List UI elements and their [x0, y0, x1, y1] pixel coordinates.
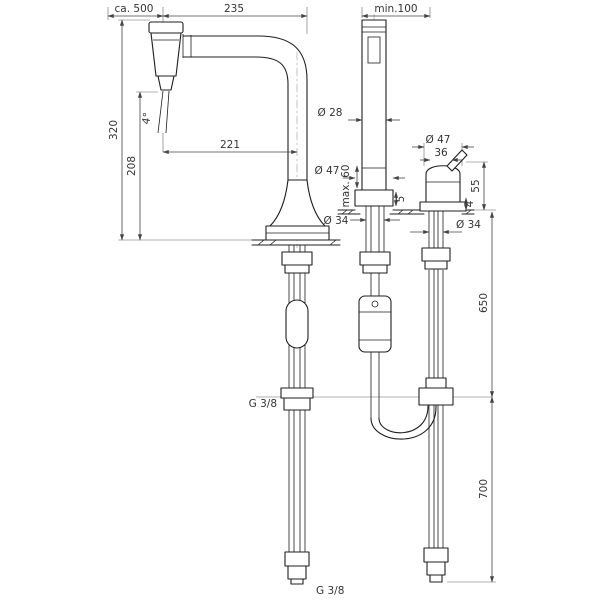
- spout-outer-edge: [182, 35, 308, 181]
- spout-shank: [365, 206, 385, 252]
- dimension-labels: ca. 500 235 min.100 320 208 4° 221 Ø 28 …: [108, 3, 490, 597]
- deck-side-view: [251, 239, 341, 246]
- spray-nozzle: [157, 75, 175, 91]
- spray-head-cap: [148, 21, 184, 34]
- mounting-nut-middle: [359, 251, 391, 266]
- handle-body: [425, 165, 461, 203]
- handle-shank: [428, 211, 444, 248]
- check-valve-left: [285, 299, 309, 349]
- hose-end-right-lower: [426, 561, 446, 576]
- spout-escutcheon: [354, 189, 394, 207]
- faucet-side-view: [148, 21, 341, 585]
- dim-dia28: Ø 28: [318, 107, 343, 119]
- mounting-washer-left: [284, 264, 310, 274]
- g38-fitting-left-lower: [283, 397, 311, 411]
- dim-36: 36: [434, 147, 448, 159]
- dim-235: 235: [224, 3, 244, 15]
- hose-end-right-tip: [429, 574, 443, 583]
- spray-head-body: [150, 32, 182, 77]
- hose-end-left-lower: [287, 565, 307, 580]
- label-g38-side: G 3/8: [249, 398, 277, 410]
- spout-inner-edge: [182, 56, 289, 181]
- dim-55: 55: [470, 179, 482, 192]
- hose-loop-inner: [378, 405, 429, 434]
- spout-column: [361, 19, 387, 207]
- spray-stream: [157, 90, 170, 134]
- dim-4: 4: [464, 200, 476, 207]
- dim-dia34-spout: Ø 34: [324, 215, 349, 227]
- hose-end-left: [284, 551, 310, 567]
- dim-max60: max. 60: [340, 165, 352, 208]
- handle-unit-view: [418, 149, 468, 583]
- label-g38-bottom: G 3/8: [316, 585, 344, 597]
- dim-dia47-spout: Ø 47: [315, 165, 340, 177]
- spray-head-collar: [182, 34, 192, 58]
- dim-650: 650: [478, 293, 490, 313]
- dim-208: 208: [126, 156, 138, 176]
- hose-loop-outer: [370, 405, 437, 440]
- g38-fitting-left: [280, 387, 314, 399]
- hose-end-left-tip: [290, 578, 304, 585]
- dimension-lines: [107, 13, 495, 583]
- dim-221: 221: [220, 139, 240, 151]
- dim-320: 320: [108, 120, 120, 140]
- dim-dia47-handle: Ø 47: [426, 134, 451, 146]
- handle-base-plate: [419, 201, 467, 212]
- mounting-washer-right: [424, 260, 448, 270]
- dim-min100: min.100: [374, 3, 417, 15]
- hose-weight-screw: [371, 300, 379, 308]
- handle-lever: [446, 149, 468, 172]
- dim-ca500: ca. 500: [115, 3, 154, 15]
- dim-5: 5: [395, 196, 407, 203]
- hose-coupling-right: [418, 387, 454, 406]
- mounting-nut-right: [421, 247, 451, 262]
- dim-4deg: 4°: [140, 112, 154, 126]
- spout-front-view: [354, 19, 437, 440]
- mounting-washer-middle: [362, 264, 388, 274]
- base-cone: [269, 179, 326, 227]
- hose-coupling-step: [425, 377, 447, 389]
- mounting-nut-left: [281, 251, 313, 266]
- aerator-window: [367, 36, 381, 64]
- dim-700: 700: [478, 479, 490, 499]
- handle-column: [428, 270, 444, 548]
- hose-end-right: [423, 547, 449, 563]
- dim-dia34-handle: Ø 34: [456, 219, 481, 231]
- hose-weight: [358, 295, 392, 353]
